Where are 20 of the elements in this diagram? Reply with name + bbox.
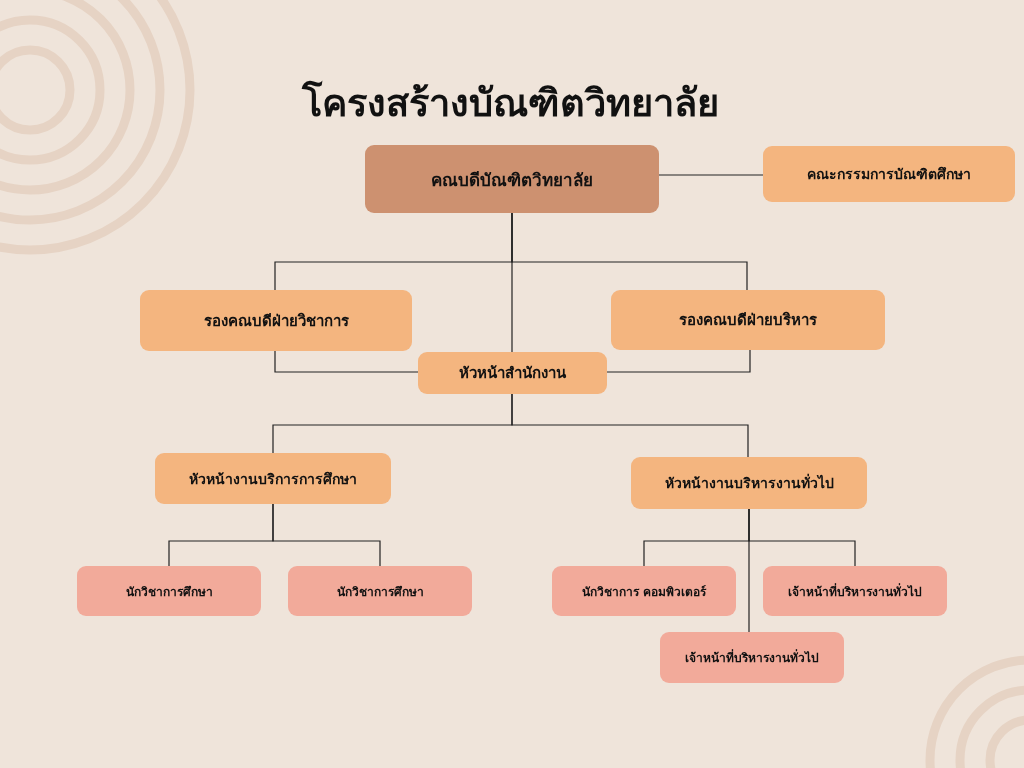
position-box: หัวหน้าสำนักงาน (418, 352, 607, 394)
position-box: หัวหน้างานบริการการศึกษา (155, 453, 391, 504)
staff-box: นักวิชาการ คอมพิวเตอร์ (552, 566, 736, 616)
connector-line (272, 503, 381, 567)
connector-line (274, 350, 419, 373)
committee-box: คณะกรรมการบัณฑิตศึกษา (763, 146, 1015, 202)
connector-line (606, 349, 751, 373)
position-box: หัวหน้างานบริหารงานทั่วไป (631, 457, 867, 509)
connector-line (748, 508, 750, 633)
connector-line (658, 174, 764, 176)
connector-line (511, 393, 749, 458)
position-box: รองคณบดีฝ่ายวิชาการ (140, 290, 412, 351)
staff-box: นักวิชาการศึกษา (288, 566, 472, 616)
staff-box: เจ้าหน้าที่บริหารงานทั่วไป (660, 632, 844, 683)
director-box: คณบดีบัณฑิตวิทยาลัย (365, 145, 659, 213)
staff-box: นักวิชาการศึกษา (77, 566, 261, 616)
connector-line (511, 212, 513, 353)
staff-box: เจ้าหน้าที่บริหารงานทั่วไป (763, 566, 947, 616)
position-box: รองคณบดีฝ่ายบริหาร (611, 290, 885, 350)
title: โครงสร้างบัณฑิตวิทยาลัย (300, 79, 720, 127)
